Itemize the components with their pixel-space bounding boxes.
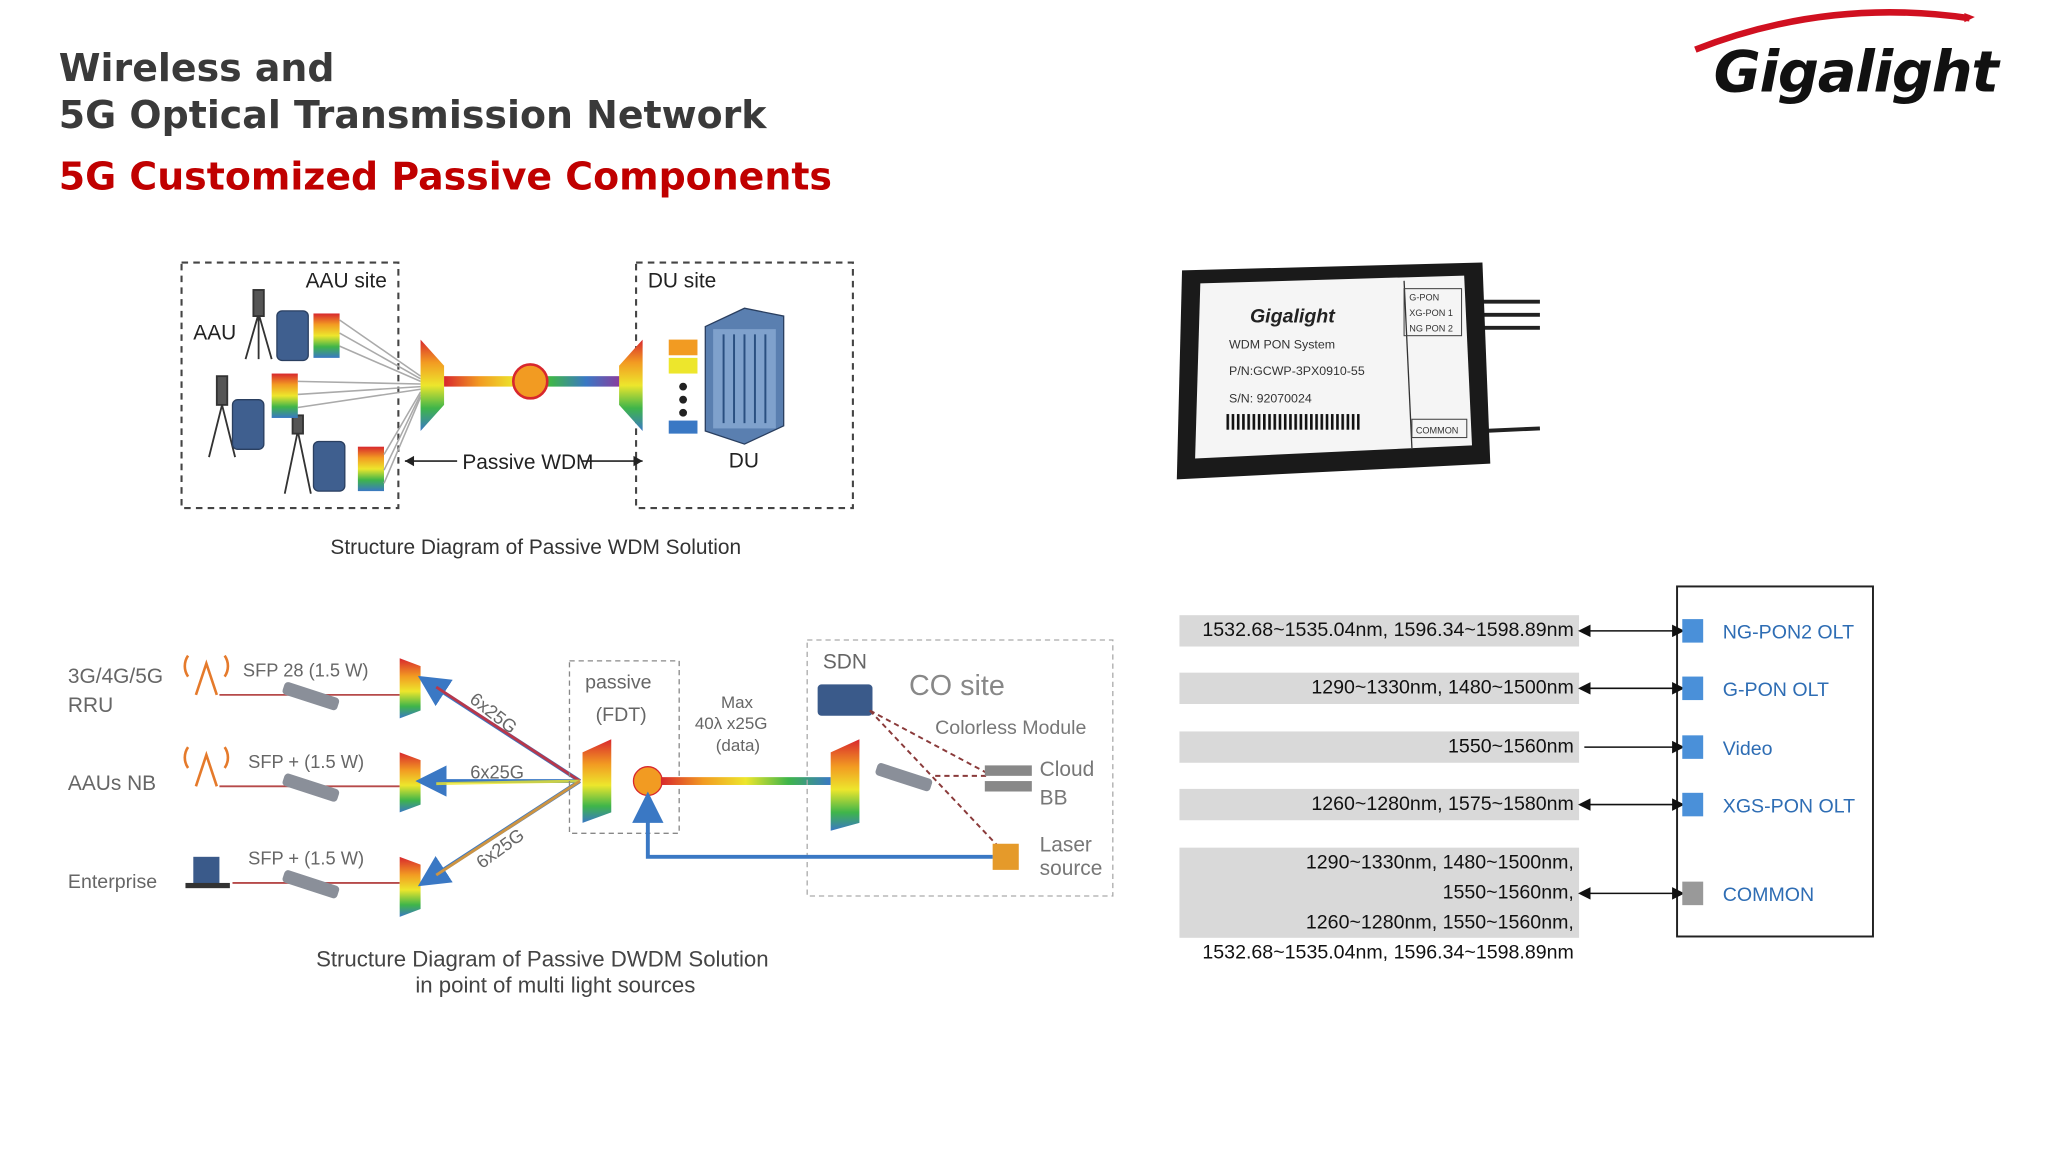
du-label: DU xyxy=(729,450,759,473)
page-subtitle: 5G Customized Passive Components xyxy=(58,154,832,199)
svg-text:(FDT): (FDT) xyxy=(596,704,647,726)
trunk-fiber-2 xyxy=(660,777,831,785)
aau-unit-icon xyxy=(231,310,346,492)
passive-wdm-label: Passive WDM xyxy=(462,451,593,474)
aau-site-label: AAU site xyxy=(306,269,387,292)
wdm-caption: Structure Diagram of Passive WDM Solutio… xyxy=(330,536,741,559)
dwdm-diagram: 3G/4G/5G RRU AAUs NB Enterprise SFP 28 (… xyxy=(68,639,1114,998)
gigalight-logo: Gigalight xyxy=(1685,5,2040,109)
svg-text:BB: BB xyxy=(1040,787,1068,810)
fiber-spool-icon xyxy=(511,363,549,400)
building-icon xyxy=(185,856,230,889)
aau-site-box xyxy=(180,261,400,510)
mux-right xyxy=(619,339,643,432)
port-square xyxy=(1682,881,1704,906)
svg-text:G-PON: G-PON xyxy=(1409,292,1439,302)
radio-tower-icon xyxy=(183,654,230,787)
sfp-module-icon xyxy=(282,682,340,899)
rru-label-2: RRU xyxy=(68,694,113,717)
svg-text:Gigalight: Gigalight xyxy=(1714,38,2002,105)
port-map-lines: NG-PON2 OLT G-PON OLT Video XGS-PON OLT … xyxy=(1578,585,1874,938)
port-label: Video xyxy=(1723,738,1773,760)
svg-text:source: source xyxy=(1040,857,1103,880)
fdt-demux xyxy=(582,739,612,823)
laser-source-icon xyxy=(992,843,1019,870)
wavelength-label: 1550~1560nm xyxy=(1179,731,1580,763)
port-square xyxy=(1682,735,1704,759)
svg-text:Laser: Laser xyxy=(1040,834,1092,857)
du-server-icon xyxy=(704,307,785,445)
port-square xyxy=(1682,792,1704,817)
port-label: NG-PON2 OLT xyxy=(1723,622,1854,644)
wavelength-filter xyxy=(399,658,421,917)
sdn-controller-icon xyxy=(817,684,873,716)
wavelength-label: 1532.68~1535.04nm, 1596.34~1598.89nm xyxy=(1179,615,1580,647)
port-label: XGS-PON OLT xyxy=(1723,795,1855,817)
svg-text:6x25G: 6x25G xyxy=(470,761,524,782)
aaus-nb-label: AAUs NB xyxy=(68,772,156,795)
svg-text:NG PON 2: NG PON 2 xyxy=(1409,324,1453,334)
svg-text:WDM PON System: WDM PON System xyxy=(1229,338,1335,352)
fdt-coupler xyxy=(632,766,663,797)
port-label: G-PON OLT xyxy=(1723,679,1829,701)
fdt-box xyxy=(568,660,680,834)
sfp-module-icon xyxy=(875,763,933,792)
svg-text:XG-PON 1: XG-PON 1 xyxy=(1409,308,1453,318)
aau-label: AAU xyxy=(193,322,236,345)
svg-text:Max: Max xyxy=(721,693,754,712)
wavelength-label: 1260~1280nm, 1575~1580nm xyxy=(1179,788,1580,821)
wavelength-blocks-left xyxy=(271,313,384,492)
barcode xyxy=(1226,414,1360,430)
port-label: COMMON xyxy=(1723,884,1814,906)
wavelength-label: 1290~1330nm, 1480~1500nm, 1550~1560nm, 1… xyxy=(1179,847,1580,964)
title-line-2: 5G Optical Transmission Network xyxy=(58,92,767,138)
svg-text:40λ x25G: 40λ x25G xyxy=(695,714,768,733)
page-title: Wireless and 5G Optical Transmission Net… xyxy=(59,44,767,138)
svg-text:Cloud: Cloud xyxy=(1040,758,1095,781)
dwdm-caption-1: Structure Diagram of Passive DWDM Soluti… xyxy=(316,947,769,972)
du-site-label: DU site xyxy=(648,269,716,292)
title-line-1: Wireless and xyxy=(58,45,335,91)
wavelength-blocks-right xyxy=(668,339,698,434)
svg-text:Gigalight: Gigalight xyxy=(1250,306,1336,328)
svg-text:P/N:GCWP-3PX0910-55: P/N:GCWP-3PX0910-55 xyxy=(1229,364,1365,378)
svg-text:COMMON: COMMON xyxy=(1416,426,1459,436)
wdm-diagram: AAU site DU site AAU xyxy=(180,261,854,559)
mux-left xyxy=(420,339,445,432)
port-square xyxy=(1682,619,1704,643)
svg-text:S/N: 92070024: S/N: 92070024 xyxy=(1229,391,1312,405)
svg-text:SFP + (1.5 W): SFP + (1.5 W) xyxy=(248,751,364,772)
svg-text:Colorless Module: Colorless Module xyxy=(935,717,1086,739)
svg-text:SFP + (1.5 W): SFP + (1.5 W) xyxy=(248,848,364,869)
cloud-bb-icon xyxy=(984,765,1032,792)
svg-text:SFP 28 (1.5 W): SFP 28 (1.5 W) xyxy=(243,660,369,681)
svg-text:(data): (data) xyxy=(716,736,760,755)
port-square xyxy=(1682,676,1704,701)
svg-text:CO site: CO site xyxy=(909,670,1005,702)
co-demux xyxy=(830,739,860,831)
device-outline xyxy=(1676,585,1874,938)
svg-text:passive: passive xyxy=(585,671,651,693)
wdm-pon-device: Gigalight WDM PON System P/N:GCWP-3PX091… xyxy=(1176,262,1541,480)
antenna-icon xyxy=(208,289,312,494)
co-site-box xyxy=(806,639,1114,897)
wavelength-label: 1290~1330nm, 1480~1500nm xyxy=(1179,672,1580,704)
rru-label-1: 3G/4G/5G xyxy=(68,665,163,688)
dwdm-caption-2: in point of multi light sources xyxy=(415,973,695,998)
svg-text:SDN: SDN xyxy=(823,651,867,674)
enterprise-label: Enterprise xyxy=(68,871,157,893)
